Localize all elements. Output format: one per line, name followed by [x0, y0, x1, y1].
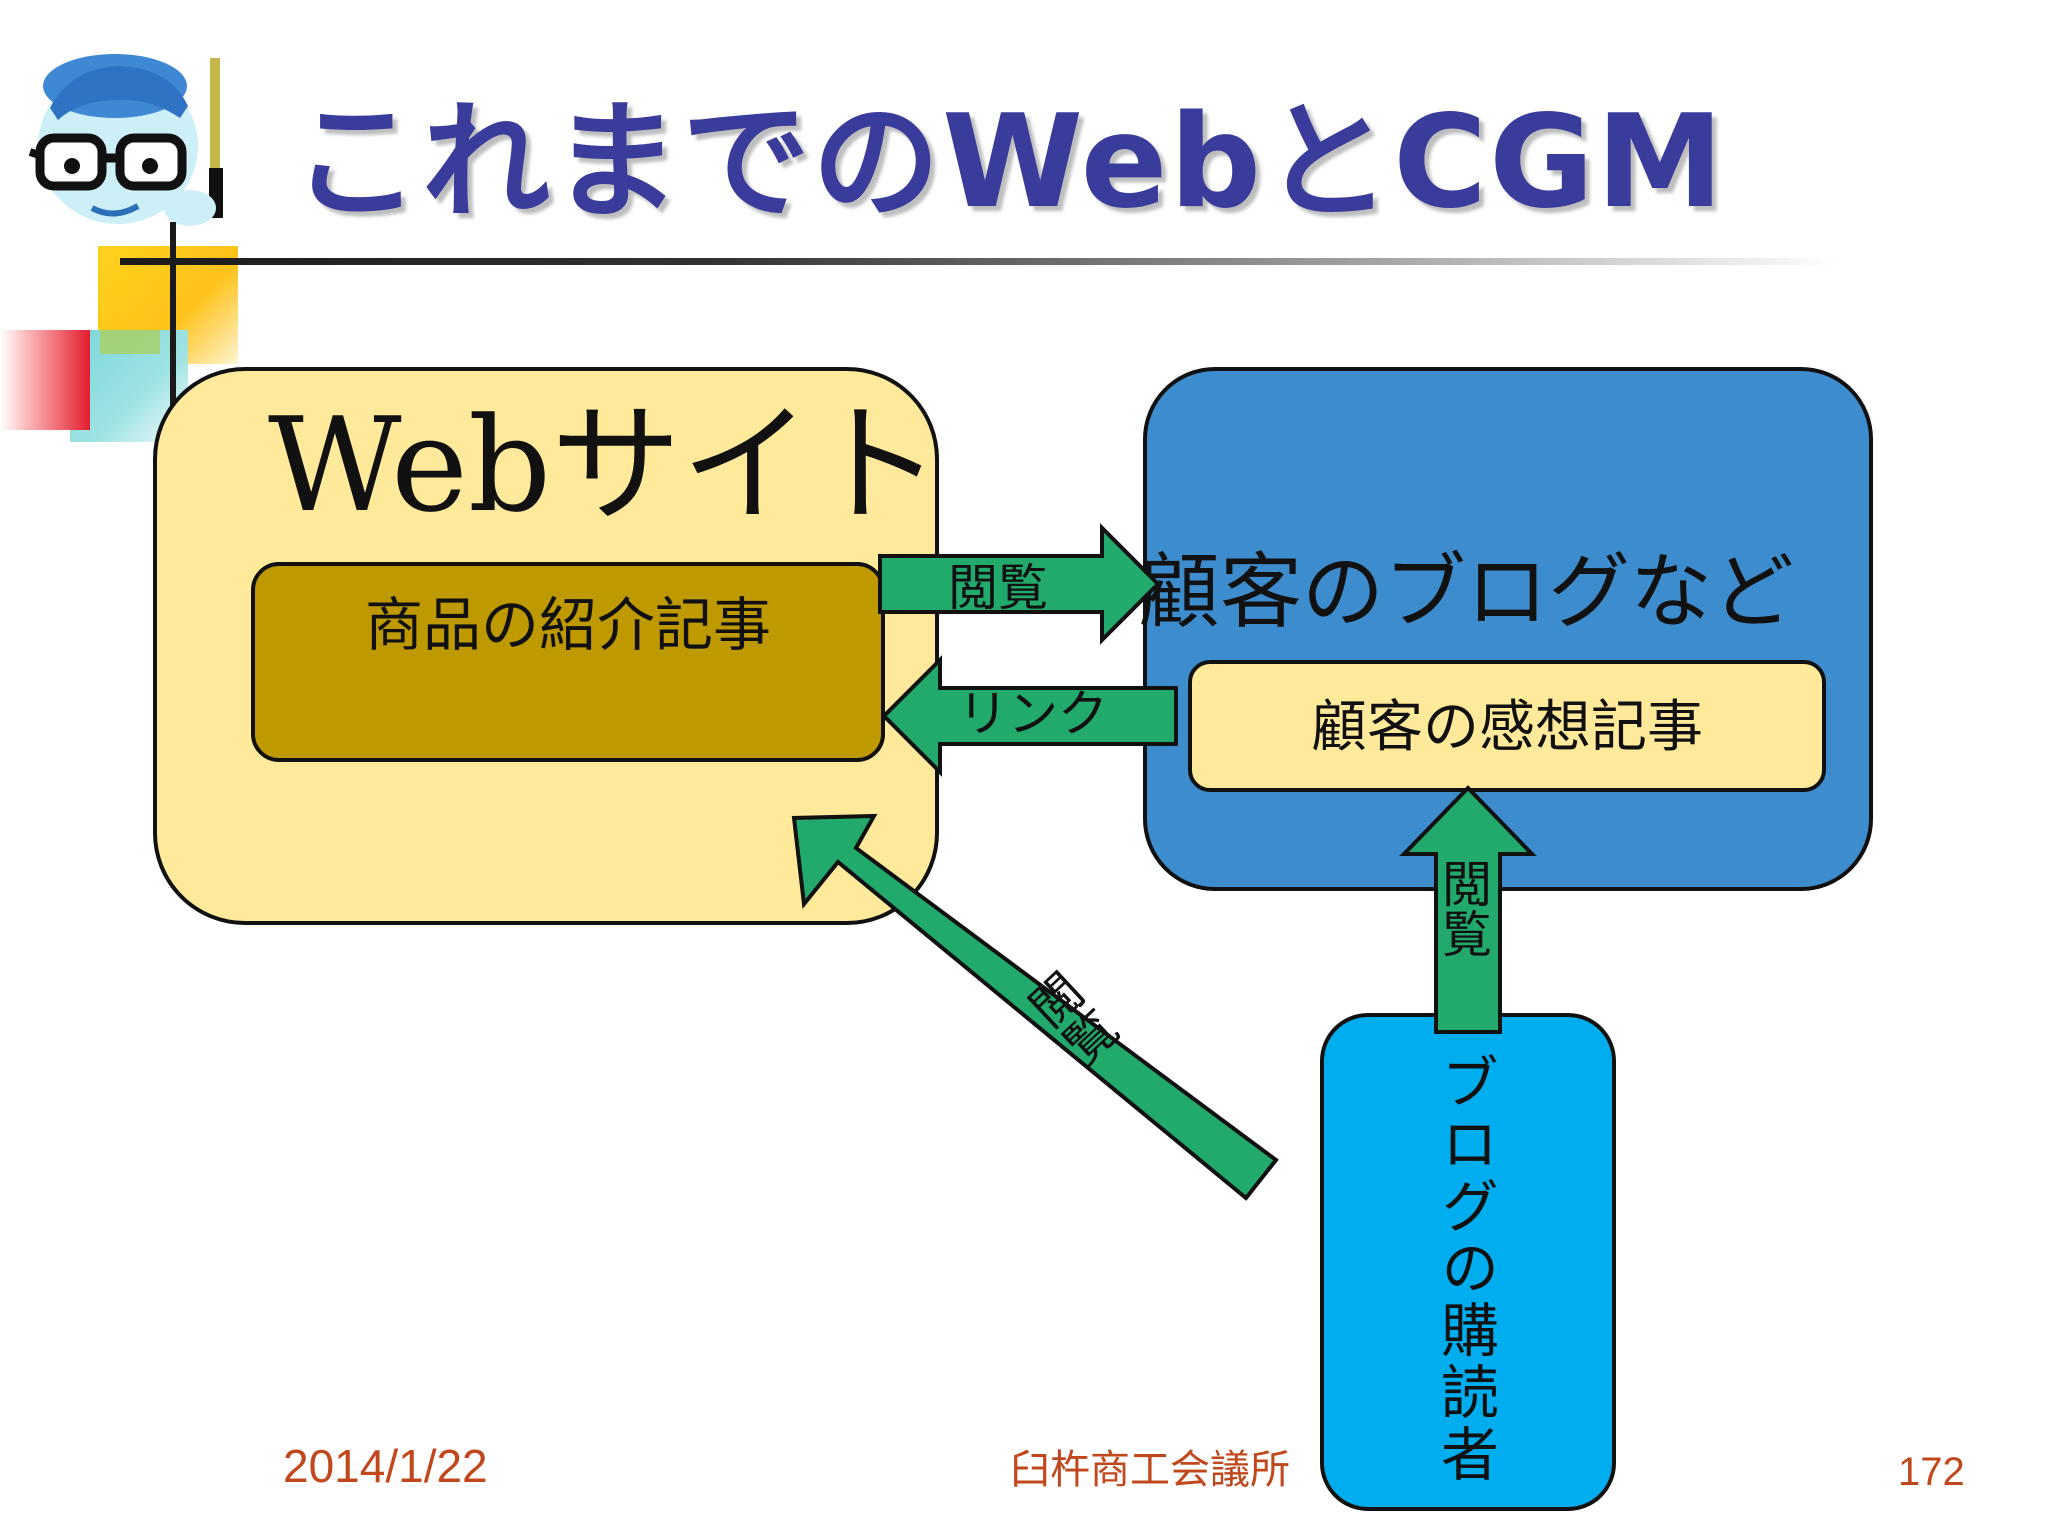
view-arrow-diagonal	[791, 813, 1279, 1201]
product-article-box	[251, 562, 885, 762]
decor-red-square	[0, 330, 90, 430]
website-label: Webサイト	[268, 389, 942, 541]
customer-impression-label: 顧客の感想記事	[1311, 695, 1703, 760]
glasses-man-icon	[28, 54, 223, 226]
link-arrow-left	[881, 655, 1178, 777]
title-vertical-rule	[170, 222, 176, 432]
slide-title: これまでのWebとCGM	[292, 88, 1726, 237]
blog-reader-box	[1320, 1013, 1616, 1511]
view-arrow-label: 閲覧	[948, 559, 1048, 617]
view-up-arrow-label: 閲覧	[1434, 858, 1492, 958]
customer-blog-label: 顧客のブログなど	[1138, 545, 1795, 640]
footer-organization: 臼杵商工会議所	[1010, 1447, 1290, 1493]
customer-blog-box	[1143, 367, 1873, 891]
page-number: 172	[1898, 1450, 1965, 1494]
footer-date: 2014/1/22	[283, 1440, 488, 1492]
product-article-label: 商品の紹介記事	[364, 591, 771, 659]
link-arrow-label: リンク	[958, 685, 1108, 743]
blog-reader-label: ブログの購読者	[1431, 1052, 1499, 1486]
decor-green-strip	[100, 330, 160, 354]
view-arrow-up	[1399, 785, 1537, 1034]
title-underline	[120, 258, 1840, 265]
customer-impression-box	[1188, 660, 1826, 792]
view-arrow-right	[878, 523, 1161, 645]
